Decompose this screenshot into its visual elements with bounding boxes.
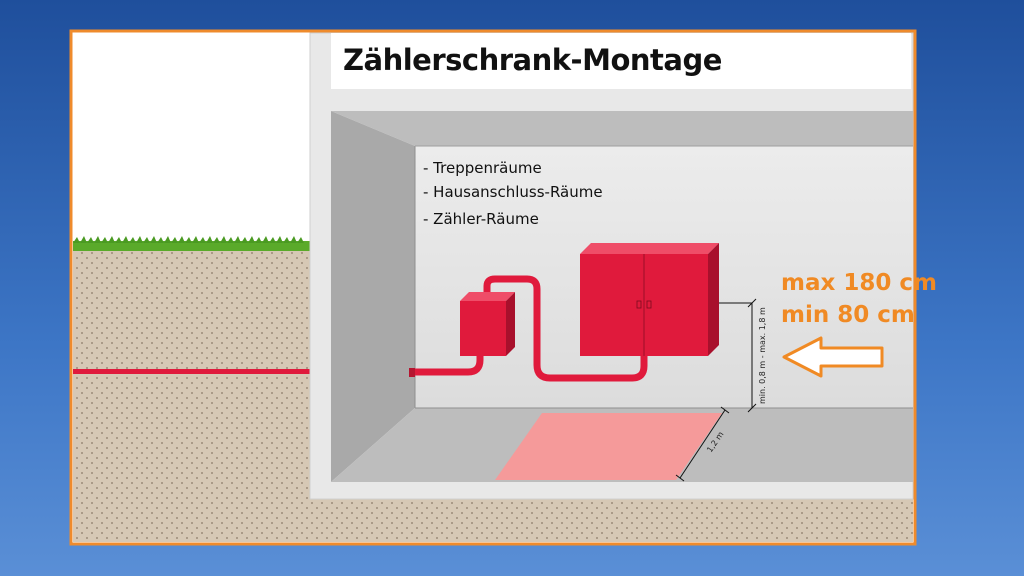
depth-dimension (675, 406, 730, 482)
room-left-wall (331, 111, 415, 482)
room-item-1: - Treppenräume (423, 159, 542, 177)
grass-strip (73, 236, 310, 251)
max-height-label: max 180 cm (781, 270, 937, 296)
connection-box (460, 292, 515, 356)
room-item-2: - Hausanschluss-Räume (423, 183, 603, 201)
pipe-end-cap (409, 368, 415, 377)
ground-cable (73, 369, 313, 374)
room-item-3: - Zähler-Räume (423, 210, 539, 228)
room-ceiling (331, 111, 913, 146)
page-title: Zählerschrank-Montage (343, 43, 722, 77)
conduit-pipes (409, 275, 648, 382)
floor-working-area (495, 413, 722, 480)
meter-cabinet (580, 243, 719, 356)
height-dimension (719, 298, 757, 413)
cabinet-handle-left (636, 300, 642, 309)
height-dimension-label: min. 0,8 m - max. 1,8 m (758, 307, 767, 404)
cabinet-handle-right (646, 300, 652, 309)
title-bar (331, 33, 911, 89)
min-height-label: min 80 cm (781, 302, 915, 328)
arrow-left-icon (782, 336, 884, 378)
